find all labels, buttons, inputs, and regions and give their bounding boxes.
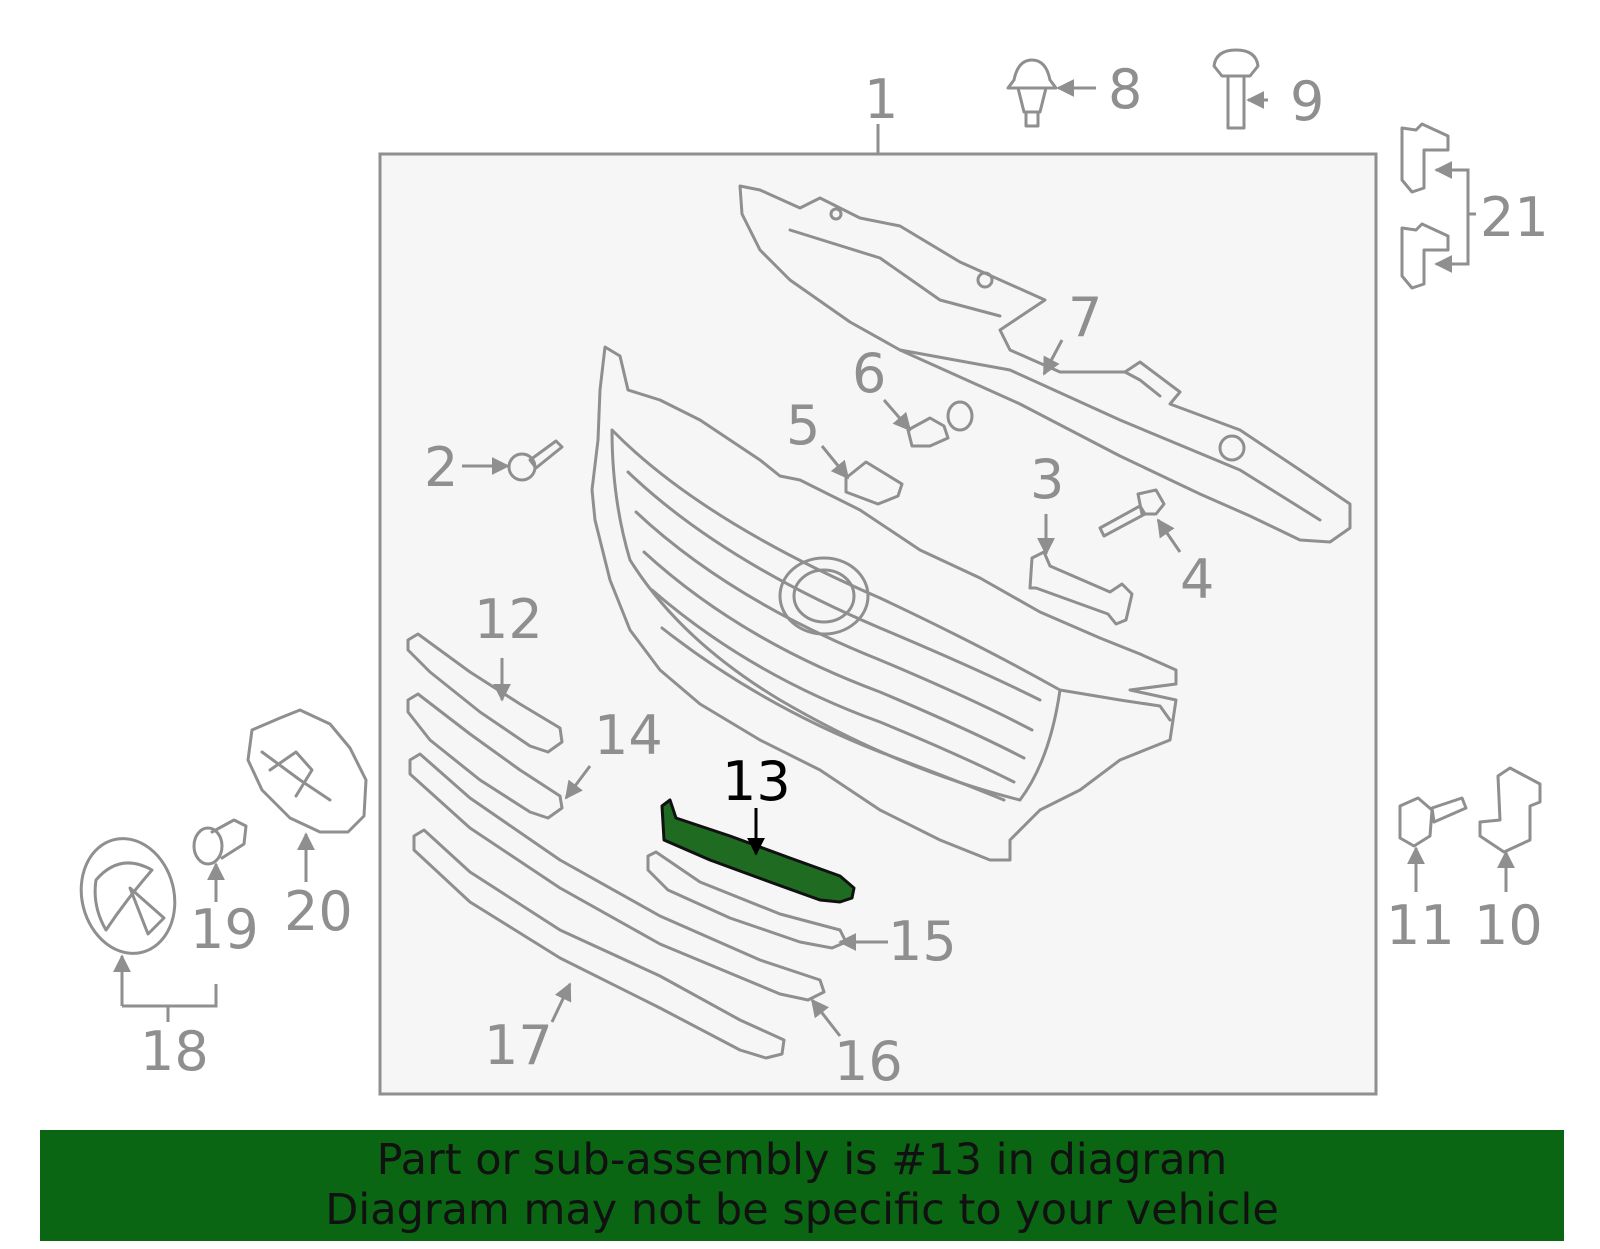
callout-17: 17 xyxy=(484,1014,553,1077)
part-9-screw xyxy=(1212,48,1260,130)
part-5-clip xyxy=(844,460,904,506)
callout-4: 4 xyxy=(1180,548,1214,611)
callout-11: 11 xyxy=(1386,894,1455,957)
assembly-panel xyxy=(378,152,1378,1096)
callout-3: 3 xyxy=(1030,448,1064,511)
part-20-holder xyxy=(246,708,368,834)
callout-18: 18 xyxy=(140,1020,209,1083)
callout-5: 5 xyxy=(786,394,820,457)
callout-9: 9 xyxy=(1290,70,1324,133)
part-19-grommet xyxy=(192,818,248,866)
callout-16: 16 xyxy=(834,1030,903,1093)
callout-10: 10 xyxy=(1474,894,1543,957)
part-6-pushpin xyxy=(906,400,974,448)
part-7-upper-shroud xyxy=(738,184,1352,544)
part-8-clip xyxy=(1006,58,1058,128)
callout-7: 7 xyxy=(1068,286,1102,349)
part-17-garnish xyxy=(412,828,786,1060)
part-14-garnish xyxy=(406,692,564,820)
part-12-garnish xyxy=(406,632,564,754)
callout-1: 1 xyxy=(864,68,898,131)
banner-line-2: Diagram may not be specific to your vehi… xyxy=(325,1185,1279,1235)
part-10-bracket xyxy=(1478,766,1542,854)
callout-6: 6 xyxy=(852,342,886,405)
part-1-grille xyxy=(590,345,1178,862)
part-16-garnish xyxy=(408,752,826,1002)
part-18-emblem xyxy=(79,837,177,955)
banner-line-1: Part or sub-assembly is #13 in diagram xyxy=(376,1135,1228,1185)
callout-15: 15 xyxy=(888,910,957,973)
callout-19: 19 xyxy=(190,898,259,961)
part-21-clips xyxy=(1400,122,1450,290)
callout-21: 21 xyxy=(1480,186,1549,249)
callout-20: 20 xyxy=(284,880,353,943)
callout-2: 2 xyxy=(424,436,458,499)
notice-banner: Part or sub-assembly is #13 in diagram D… xyxy=(40,1130,1564,1241)
part-11-bolt xyxy=(1398,796,1468,848)
callout-13: 13 xyxy=(722,750,791,813)
callout-14: 14 xyxy=(594,704,663,767)
callout-8: 8 xyxy=(1108,58,1142,121)
callout-12: 12 xyxy=(474,588,543,651)
part-4-bolt xyxy=(1098,488,1166,538)
part-3-bracket xyxy=(1028,550,1134,626)
